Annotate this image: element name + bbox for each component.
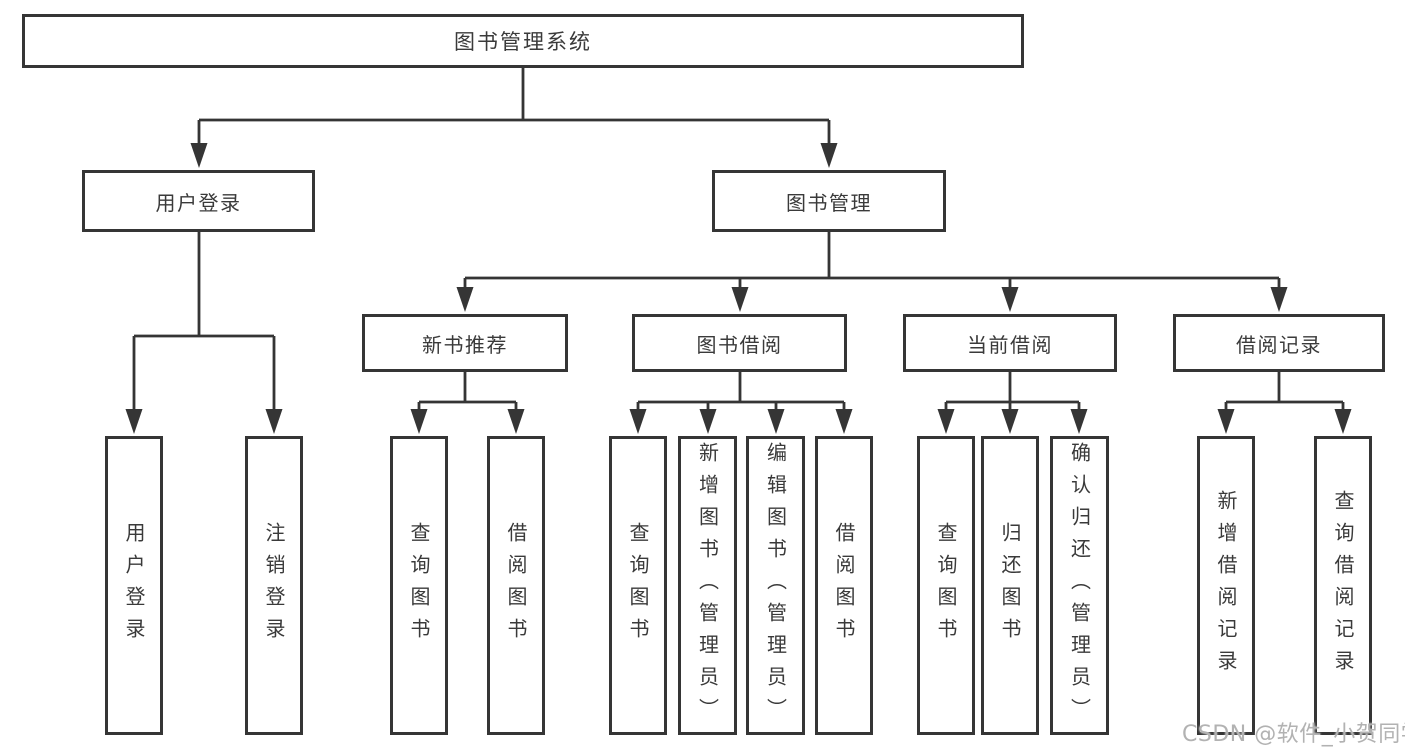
arrowhead (731, 287, 749, 312)
connector-current-borrowing-to-leaves (937, 372, 1088, 434)
node-label: 图书管理 (786, 190, 872, 215)
node-label: 用户登录 (155, 190, 242, 215)
node-label: 借阅图书 (832, 521, 856, 650)
arrowhead (1270, 287, 1288, 312)
node-label: 借阅图书 (504, 521, 528, 650)
connector-new-books-to-leaves (410, 372, 525, 434)
node-label: 图书借阅 (696, 332, 783, 357)
node-label: 查询借阅记录 (1331, 489, 1355, 682)
node-label: 编辑图书（管理员） (763, 441, 788, 730)
node-label: 借阅记录 (1236, 332, 1322, 357)
leaf-add-books-admin: 新增图书（管理员） (678, 436, 737, 735)
leaf-recommend-borrow-books: 借阅图书 (487, 436, 545, 735)
arrowhead (507, 409, 525, 434)
arrowhead (699, 409, 717, 434)
leaf-borrow-books: 借阅图书 (815, 436, 873, 735)
node-library-system: 图书管理系统 (22, 14, 1024, 68)
leaf-recommend-query-books: 查询图书 (390, 436, 448, 735)
node-borrow-records: 借阅记录 (1173, 314, 1385, 372)
connector-book-borrowing-to-leaves (629, 372, 853, 434)
connector-borrow-records-to-leaves (1217, 372, 1352, 434)
arrowhead (820, 143, 838, 168)
arrowhead (125, 409, 143, 434)
arrowhead (1334, 409, 1352, 434)
leaf-current-query-books: 查询图书 (917, 436, 975, 735)
node-label: 新增图书（管理员） (695, 441, 720, 730)
leaf-add-borrow-record: 新增借阅记录 (1197, 436, 1255, 735)
connector-root-to-level2 (190, 68, 838, 168)
node-current-borrowing: 当前借阅 (903, 314, 1117, 372)
node-label: 新增借阅记录 (1214, 489, 1238, 682)
node-book-borrowing: 图书借阅 (632, 314, 847, 372)
leaf-edit-books-admin: 编辑图书（管理员） (746, 436, 805, 735)
node-label: 图书管理系统 (454, 30, 592, 54)
node-label: 查询图书 (934, 521, 958, 650)
arrowhead (937, 409, 955, 434)
leaf-logout: 注销登录 (245, 436, 303, 735)
node-label: 新书推荐 (422, 332, 508, 357)
leaf-query-borrow-record: 查询借阅记录 (1314, 436, 1372, 735)
node-book-management: 图书管理 (712, 170, 946, 232)
arrowhead (835, 409, 853, 434)
node-label: 注销登录 (262, 521, 286, 650)
arrowhead (265, 409, 283, 434)
leaf-confirm-return-admin: 确认归还（管理员） (1050, 436, 1109, 735)
connector-user-login-to-leaves (125, 232, 283, 434)
node-label: 确认归还（管理员） (1067, 441, 1092, 730)
node-label: 查询图书 (626, 521, 650, 650)
arrowhead (410, 409, 428, 434)
node-label: 查询图书 (407, 521, 431, 650)
arrowhead (1001, 287, 1019, 312)
arrowhead (767, 409, 785, 434)
arrowhead (1070, 409, 1088, 434)
node-label: 当前借阅 (967, 332, 1053, 357)
node-new-book-recommend: 新书推荐 (362, 314, 568, 372)
connector-book-mgmt-to-level3 (456, 232, 1288, 312)
node-user-login: 用户登录 (82, 170, 315, 232)
leaf-user-login: 用户登录 (105, 436, 163, 735)
csdn-watermark: CSDN @软件_小贺同学 (1182, 722, 1405, 747)
node-label: 用户登录 (122, 521, 146, 650)
arrowhead (629, 409, 647, 434)
arrowhead (1217, 409, 1235, 434)
leaf-borrowing-query-books: 查询图书 (609, 436, 667, 735)
arrowhead (190, 143, 208, 168)
arrowhead (456, 287, 474, 312)
arrowhead (1001, 409, 1019, 434)
node-label: 归还图书 (998, 521, 1022, 650)
leaf-return-books: 归还图书 (981, 436, 1039, 735)
